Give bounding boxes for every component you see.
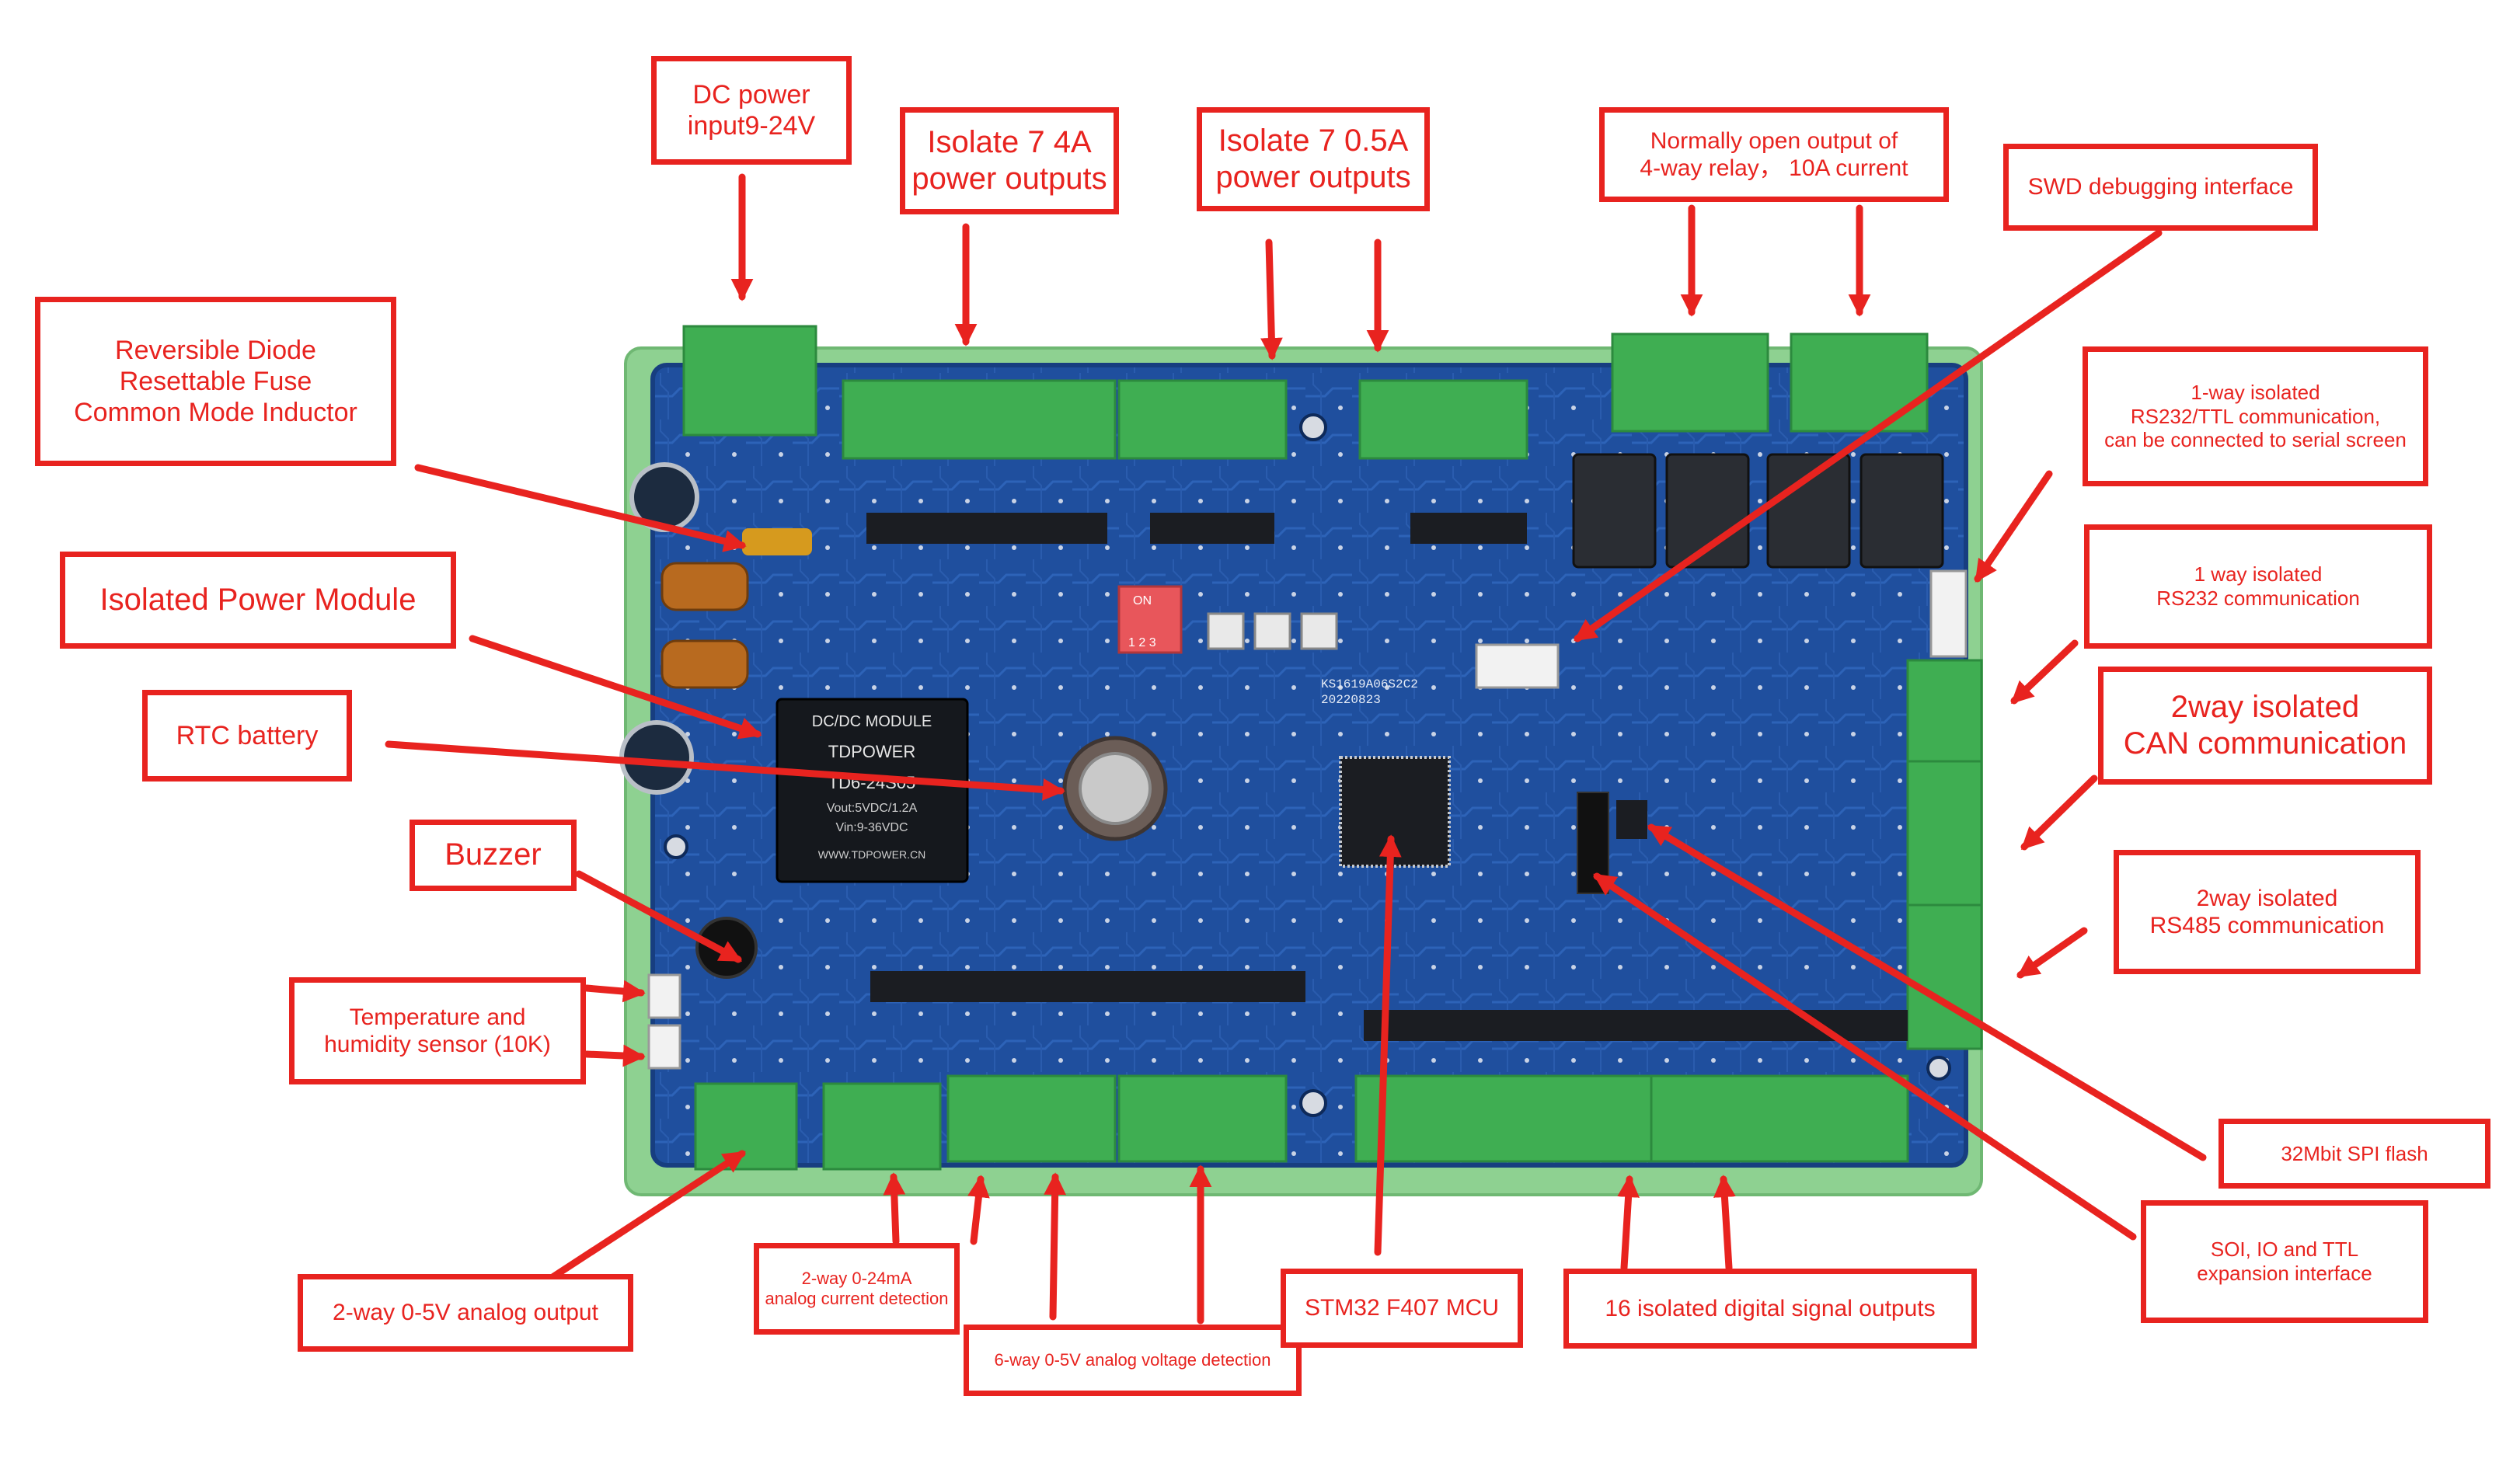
- dcdc-brand: TDPOWER: [828, 742, 915, 761]
- label-rs232-ttl: 1-way isolated RS232/TTL communication, …: [2083, 346, 2428, 486]
- label-iso-4a: Isolate 7 4A power outputs: [900, 107, 1119, 214]
- arrow-spi-flash: [1647, 823, 2207, 1161]
- arrow-iso-power: [469, 635, 762, 740]
- arrow-temp-1: [583, 980, 646, 1003]
- stm32-mcu-chip: [1339, 756, 1451, 868]
- label-digital-out: 16 isolated digital signal outputs: [1563, 1269, 1977, 1349]
- label-can: 2way isolated CAN communication: [2098, 667, 2432, 785]
- power-input-components: [619, 462, 812, 795]
- label-spi-flash: 32Mbit SPI flash: [2219, 1119, 2490, 1189]
- dip-numbers: 1 2 3: [1128, 636, 1156, 649]
- buzzer-component: [695, 917, 758, 979]
- arrow-swd: [1574, 229, 2163, 642]
- arrow-analog-out: [544, 1150, 746, 1284]
- label-rtc: RTC battery: [142, 690, 352, 782]
- arrow-rtc: [385, 740, 1065, 801]
- dip-switch: ON 1 2 3: [1117, 585, 1183, 654]
- dcdc-vout: Vout:5VDC/1.2A: [827, 802, 918, 815]
- arrow-soi: [1593, 872, 2137, 1241]
- label-rs232: 1 way isolated RS232 communication: [2084, 524, 2432, 649]
- dip-on-label: ON: [1133, 594, 1152, 607]
- board-date: 20220823: [1321, 693, 1381, 707]
- top-terminal-blocks: [682, 325, 1929, 460]
- arrow-digital-1: [1617, 1175, 1640, 1272]
- label-buzzer: Buzzer: [410, 820, 577, 891]
- white-connectors: [647, 569, 1968, 1070]
- annotation-arrows: [385, 173, 2207, 1325]
- label-voltage-det: 6-way 0-5V analog voltage detection: [964, 1325, 1302, 1396]
- arrow-buzzer: [575, 870, 743, 963]
- arrow-temp-2: [583, 1044, 646, 1067]
- label-temp: Temperature and humidity sensor (10K): [289, 977, 586, 1084]
- swd-connector: [1475, 643, 1560, 689]
- label-relay: Normally open output of 4-way relay， 10A…: [1599, 107, 1949, 202]
- label-iso-power: Isolated Power Module: [60, 552, 456, 649]
- spi-flash-chip: [1616, 800, 1647, 839]
- arrow-iso-05a-1: [1260, 238, 1283, 360]
- push-buttons: [1207, 612, 1338, 650]
- label-mcu: STM32 F407 MCU: [1281, 1269, 1523, 1348]
- bottom-terminal-blocks: [694, 1074, 1909, 1171]
- arrow-current-1: [883, 1172, 906, 1245]
- label-rs485: 2way isolated RS485 communication: [2114, 850, 2421, 974]
- arrow-mcu: [1374, 834, 1402, 1256]
- label-iso-05a: Isolate 7 0.5A power outputs: [1197, 107, 1430, 211]
- arrow-rs485: [2016, 927, 2088, 979]
- arrow-diode: [414, 464, 747, 552]
- rtc-battery-holder: [1062, 736, 1168, 841]
- label-current-det: 2-way 0-24mA analog current detection: [754, 1243, 960, 1335]
- right-terminal-blocks: [1906, 659, 1983, 1050]
- label-soi: SOI, IO and TTL expansion interface: [2141, 1200, 2428, 1323]
- arrow-rs232: [2010, 639, 2079, 705]
- dcdc-module: DC/DC MODULE TDPOWER TD6-24S05 Vout:5VDC…: [776, 698, 969, 883]
- relays: [1572, 453, 1944, 569]
- dcdc-vin: Vin:9-36VDC: [835, 821, 908, 834]
- arrow-current-2: [967, 1175, 990, 1245]
- arrow-digital-2: [1713, 1175, 1736, 1272]
- label-analog-out: 2-way 0-5V analog output: [298, 1274, 633, 1352]
- dcdc-title: DC/DC MODULE: [812, 713, 932, 730]
- arrow-voltage-1: [1044, 1172, 1067, 1321]
- label-dc-power: DC power input9-24V: [651, 56, 852, 165]
- control-board: DC/DC MODULE TDPOWER TD6-24S05 Vout:5VDC…: [619, 325, 1983, 1196]
- label-swd: SWD debugging interface: [2003, 144, 2318, 231]
- label-diode: Reversible Diode Resettable Fuse Common …: [35, 297, 396, 466]
- arrow-rs232-ttl: [1974, 470, 2053, 583]
- opto-rows: [866, 513, 1908, 1041]
- arrow-can: [2020, 775, 2098, 851]
- dcdc-url: WWW.TDPOWER.CN: [818, 848, 925, 861]
- board-id: KS1619A06S2C2: [1321, 677, 1418, 691]
- mounting-holes: [664, 413, 1951, 1117]
